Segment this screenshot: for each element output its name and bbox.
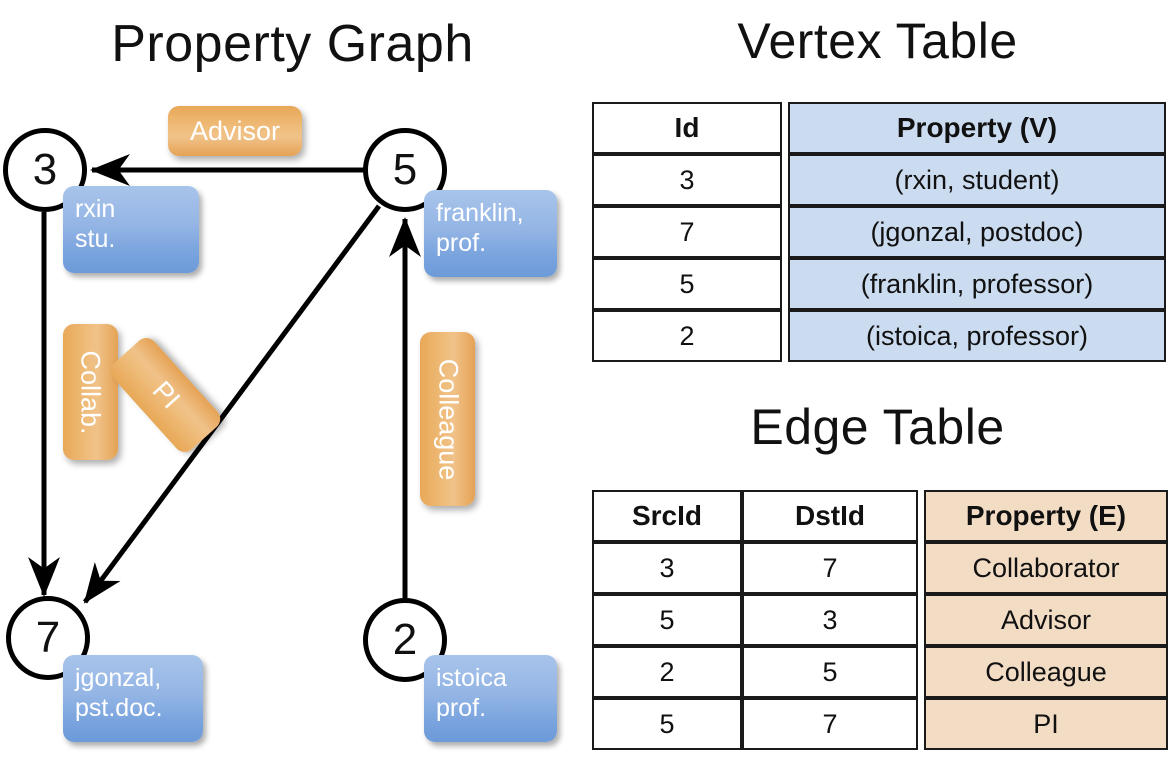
graph-node-5[interactable]: 5	[363, 128, 447, 212]
node-property-name-jgonzal: jgonzal,	[75, 664, 162, 692]
table-row[interactable]: 2 (istoica, professor)	[592, 310, 1166, 362]
node-property-box-rxin[interactable]: rxin stu.	[63, 186, 199, 273]
node-property-box-jgonzal[interactable]: jgonzal, pst.doc.	[63, 655, 203, 742]
edge-cell-dstid: 3	[742, 594, 918, 646]
edge-label-colleague-text: Colleague	[433, 358, 463, 480]
edge-table-header-property: Property (E)	[924, 490, 1168, 542]
table-row[interactable]: 2 5 Colleague	[592, 646, 1168, 698]
vertex-cell-id: 2	[592, 310, 782, 362]
node-property-role-franklin: prof.	[436, 228, 487, 257]
vertex-table-header-property: Property (V)	[788, 102, 1166, 154]
graph-node-2[interactable]: 2	[363, 598, 447, 682]
table-row[interactable]: 5 (franklin, professor)	[592, 258, 1166, 310]
vertex-cell-id: 5	[592, 258, 782, 310]
page-title-property-graph: Property Graph	[111, 15, 474, 73]
edge-label-collab-text: Collab.	[76, 349, 107, 435]
vertex-cell-property: (rxin, student)	[788, 154, 1166, 206]
table-row[interactable]: 5 7 PI	[592, 698, 1168, 750]
vertex-table-header-row: Id Property (V)	[592, 102, 1166, 154]
edge-label-collab[interactable]: Collab.	[63, 324, 118, 460]
table-row[interactable]: 3 7 Collaborator	[592, 542, 1168, 594]
edge-cell-srcid: 3	[592, 542, 742, 594]
edge-cell-dstid: 7	[742, 698, 918, 750]
edge-label-pi-text: PI	[146, 375, 186, 415]
page-title-vertex-table: Vertex Table	[737, 13, 1018, 69]
table-row[interactable]: 3 (rxin, student)	[592, 154, 1166, 206]
edge-cell-dstid: 7	[742, 542, 918, 594]
edge-table-header-srcid: SrcId	[592, 490, 742, 542]
graph-edges-svg	[28, 154, 421, 604]
edge-table-header-dstid: DstId	[742, 490, 918, 542]
edge-cell-property: Colleague	[924, 646, 1168, 698]
vertex-table: Id Property (V) 3 (rxin, student) 7 (jgo…	[592, 102, 1166, 362]
page-title-edge-table: Edge Table	[750, 399, 1005, 455]
vertex-cell-property: (franklin, professor)	[788, 258, 1166, 310]
node-property-role-rxin: stu.	[75, 224, 116, 253]
edge-table: SrcId DstId Property (E) 3 7 Collaborato…	[592, 490, 1168, 750]
edge-cell-property: PI	[924, 698, 1168, 750]
property-graph-diagram: 3 5 7 2 rxin stu. franklin, prof. jgonza…	[3, 106, 557, 742]
edge-cell-property: Advisor	[924, 594, 1168, 646]
vertex-table-header-id: Id	[592, 102, 782, 154]
edge-cell-property: Collaborator	[924, 542, 1168, 594]
vertex-cell-property: (istoica, professor)	[788, 310, 1166, 362]
edge-label-advisor-text: Advisor	[189, 115, 281, 146]
node-property-box-franklin[interactable]: franklin, prof.	[424, 190, 557, 277]
node-property-role-istoica: prof.	[436, 693, 487, 722]
table-row[interactable]: 7 (jgonzal, postdoc)	[592, 206, 1166, 258]
vertex-cell-property: (jgonzal, postdoc)	[788, 206, 1166, 258]
edge-label-colleague[interactable]: Colleague	[420, 332, 475, 506]
node-property-name-franklin: franklin,	[436, 199, 524, 227]
node-property-role-jgonzal: pst.doc.	[75, 693, 163, 722]
edge-cell-dstid: 5	[742, 646, 918, 698]
vertex-cell-id: 7	[592, 206, 782, 258]
edge-table-header-row: SrcId DstId Property (E)	[592, 490, 1168, 542]
edge-label-advisor[interactable]: Advisor	[168, 106, 302, 156]
edge-cell-srcid: 5	[592, 594, 742, 646]
edge-arrow-pi	[82, 204, 382, 604]
node-property-name-istoica: istoica	[436, 664, 507, 692]
vertex-cell-id: 3	[592, 154, 782, 206]
node-property-name-rxin: rxin	[75, 195, 116, 223]
table-row[interactable]: 5 3 Advisor	[592, 594, 1168, 646]
edge-cell-srcid: 5	[592, 698, 742, 750]
edge-cell-srcid: 2	[592, 646, 742, 698]
node-property-box-istoica[interactable]: istoica prof.	[424, 655, 557, 742]
